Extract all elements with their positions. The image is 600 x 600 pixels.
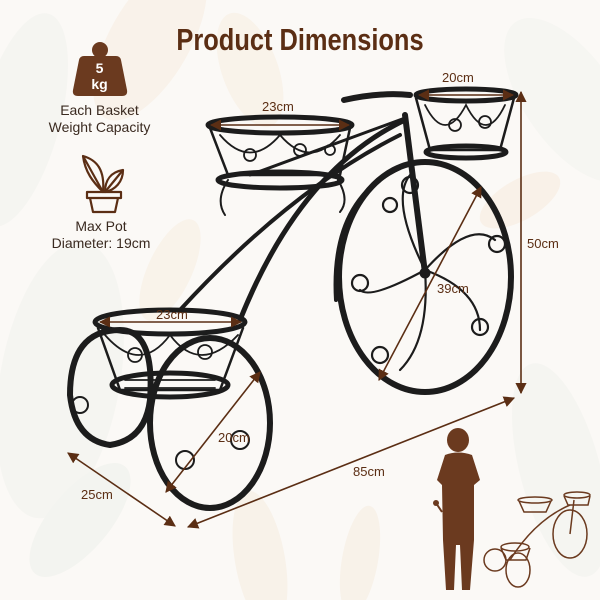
weight-icon: 5 kg xyxy=(72,40,128,98)
miniature-plant-stand-icon xyxy=(483,491,591,588)
dim-label-width: 25cm xyxy=(81,487,113,502)
dim-label-length: 85cm xyxy=(353,464,385,479)
dim-label-lower-basket: 23cm xyxy=(156,307,188,322)
dim-label-top-front-basket: 20cm xyxy=(442,70,474,85)
dimension-arrows xyxy=(67,89,527,529)
max-pot-feature: Max Pot Diameter: 19cm xyxy=(40,152,162,252)
dim-label-front-wheel: 39cm xyxy=(437,281,469,296)
weight-caption-line1: Each Basket xyxy=(60,102,139,118)
page-title: Product Dimensions xyxy=(176,22,424,57)
potted-plant-icon xyxy=(71,152,131,216)
weight-unit: kg xyxy=(91,76,108,92)
person-silhouette-icon xyxy=(433,428,480,590)
dim-label-top-rear-basket: 23cm xyxy=(262,99,294,114)
dim-label-height: 50cm xyxy=(527,236,559,251)
weight-capacity-feature: 5 kg Each Basket Weight Capacity xyxy=(42,40,157,136)
weight-caption-line2: Weight Capacity xyxy=(48,119,151,135)
pot-caption-line2: Diameter: 19cm xyxy=(51,235,151,251)
pot-caption-line1: Max Pot xyxy=(75,218,127,234)
dim-label-rear-wheel: 20cm xyxy=(218,430,250,445)
weight-value: 5 xyxy=(95,60,104,76)
